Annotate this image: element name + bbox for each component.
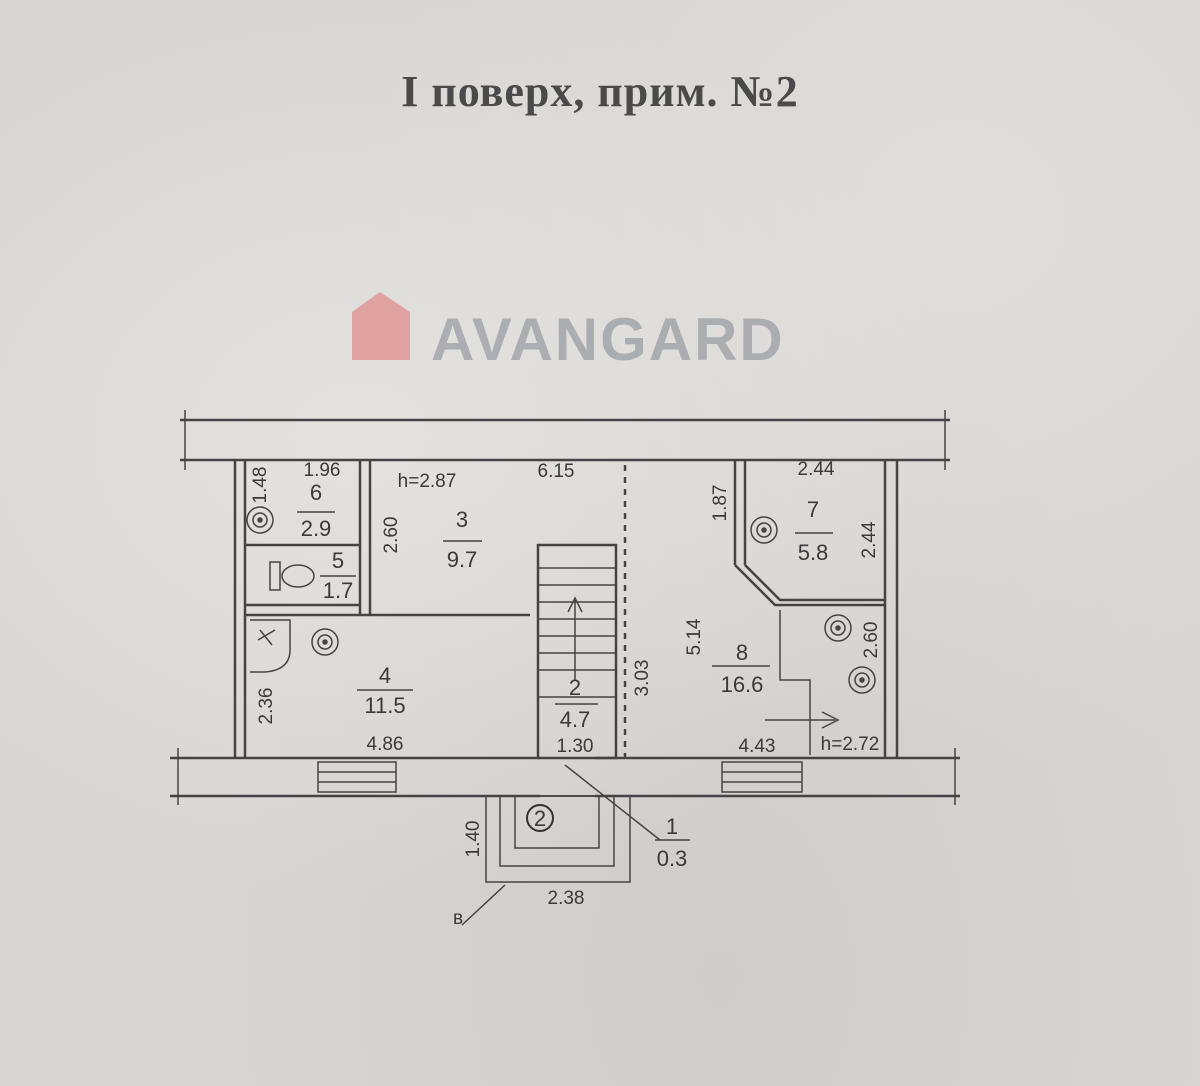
walls <box>170 410 960 926</box>
dimension: 1.96 <box>304 460 341 481</box>
dimension: 5.14 <box>684 618 705 655</box>
stove-icon <box>311 628 339 656</box>
dimension: 4.43 <box>739 736 776 757</box>
dimension: 2.44 <box>859 521 880 558</box>
dimension-labels: 1.96 1.48 h=2.87 6.15 2.60 2.36 4.86 1.3… <box>250 459 882 909</box>
room-area: 5.8 <box>798 540 829 565</box>
toilet-icon <box>269 561 315 591</box>
leader-label: в <box>453 908 463 929</box>
stove-icon <box>824 614 852 642</box>
room-area: 0.3 <box>657 846 688 871</box>
dimension: 2.44 <box>798 459 835 480</box>
dimension: 4.86 <box>367 734 404 755</box>
room-area: 9.7 <box>447 547 478 572</box>
stove-icon <box>750 516 778 544</box>
entrance-marker: 2 <box>526 804 554 832</box>
room-number: 1 <box>666 814 678 839</box>
room-labels: 6 2.9 5 1.7 3 9.7 4 11.5 2 4.7 7 5.8 8 1… <box>297 480 833 871</box>
shower-icon <box>250 619 291 673</box>
dimension: 1.48 <box>250 467 271 504</box>
room-number: 6 <box>310 480 322 505</box>
dimension: 1.87 <box>710 485 731 522</box>
dimension: 1.40 <box>463 821 484 858</box>
dimension: 2.60 <box>861 622 882 659</box>
ceiling-height: h=2.72 <box>821 734 880 755</box>
room-number: 7 <box>807 497 819 522</box>
watermark-logo: AVANGARD <box>352 292 785 373</box>
room-area: 11.5 <box>364 693 405 718</box>
room-number: 8 <box>736 640 748 665</box>
dimension: 2.36 <box>256 688 277 725</box>
room-number: 4 <box>379 663 391 688</box>
room-area: 2.9 <box>301 516 332 541</box>
dimension: 6.15 <box>538 461 575 482</box>
stove-icon <box>246 506 274 534</box>
dimension: 3.03 <box>632 660 653 697</box>
plan-title: I поверх, прим. №2 <box>401 67 799 116</box>
room-area: 16.6 <box>721 672 764 697</box>
ceiling-height: h=2.87 <box>398 471 457 492</box>
dimension: 2.38 <box>548 888 585 909</box>
dimension: 2.60 <box>381 517 402 554</box>
stove-icon <box>848 666 876 694</box>
room-area: 1.7 <box>323 578 354 603</box>
room-number: 3 <box>456 507 468 532</box>
svg-text:2: 2 <box>534 806 546 831</box>
room-number: 5 <box>332 548 344 573</box>
watermark-text: AVANGARD <box>431 306 785 373</box>
dimension: 1.30 <box>557 736 594 757</box>
room-number: 2 <box>569 675 581 700</box>
room-area: 4.7 <box>560 707 591 732</box>
